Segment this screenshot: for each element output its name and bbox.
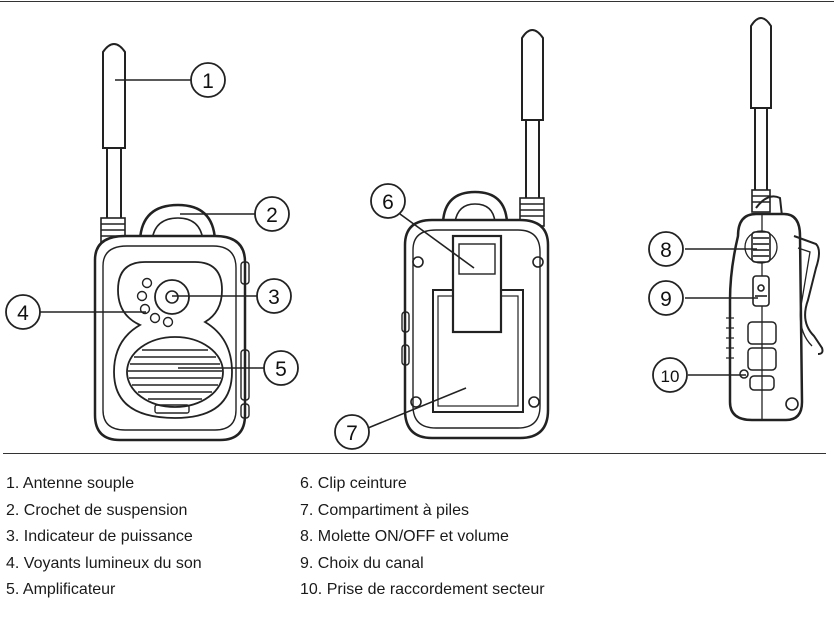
leader-7 (367, 387, 467, 429)
callout-numbers: 1 2 3 4 5 6 7 8 9 10 (17, 70, 679, 445)
legend-item: 4. Voyants lumineux du son (6, 554, 202, 572)
callout-label-4: 4 (17, 302, 29, 325)
legend-divider (3, 453, 826, 454)
callout-circle-9 (648, 280, 684, 316)
side-antenna-tip (750, 17, 772, 109)
legend-right-column: 6. Clip ceinture 7. Compartiment à piles… (300, 471, 545, 604)
volume-wheel (744, 230, 778, 264)
callout-circle-10 (652, 357, 688, 393)
back-antenna-tip (521, 29, 544, 121)
power-jack (739, 369, 749, 379)
legend-item: 8. Molette ON/OFF et volume (300, 528, 509, 546)
callout-label-1: 1 (202, 70, 214, 93)
callout-label-3: 3 (268, 286, 280, 309)
callout-circle-4 (5, 294, 41, 330)
callout-label-9: 9 (660, 288, 672, 311)
side-view (726, 17, 824, 422)
top-border (0, 1, 834, 2)
back-view (401, 29, 550, 440)
legend-item: 2. Crochet de suspension (6, 501, 188, 519)
baby-monitor-diagram: 1 2 3 4 5 6 7 8 9 10 (5, 17, 824, 450)
callout-label-6: 6 (382, 191, 394, 214)
speaker-grille (126, 336, 224, 408)
callout-circle-2 (254, 196, 290, 232)
side-belt-clip (793, 235, 824, 355)
belt-clip (451, 234, 503, 334)
callout-circle-6 (370, 183, 406, 219)
front-antenna-rod (106, 147, 122, 229)
leader-6 (399, 213, 475, 269)
legend-item: 6. Clip ceinture (300, 475, 407, 492)
callout-label-2: 2 (266, 204, 278, 227)
back-antenna-rod (525, 119, 540, 203)
legend-item: 10. Prise de raccordement secteur (300, 581, 545, 599)
legend-item: 5. Amplificateur (6, 581, 116, 599)
sound-leds (136, 277, 174, 328)
callout-label-10: 10 (661, 367, 680, 386)
front-antenna-tip (102, 43, 126, 149)
legend-item: 1. Antenne souple (6, 475, 135, 492)
callout-circle-8 (648, 231, 684, 267)
callout-circle-7 (334, 414, 370, 450)
callout-circles (5, 62, 688, 450)
callout-label-8: 8 (660, 239, 672, 262)
callout-circle-3 (256, 278, 292, 314)
legend-left-column: 1. Antenne souple 2. Crochet de suspensi… (6, 471, 202, 604)
callout-label-7: 7 (346, 422, 358, 445)
power-indicator (154, 279, 190, 315)
front-view (93, 43, 250, 442)
legend-item: 7. Compartiment à piles (300, 501, 469, 519)
callout-circle-1 (190, 62, 226, 98)
callout-circle-5 (263, 350, 299, 386)
channel-selector (752, 275, 770, 307)
callout-label-5: 5 (275, 358, 287, 381)
legend-item: 9. Choix du canal (300, 554, 424, 572)
leader-lines (38, 79, 758, 429)
back-screws (410, 256, 544, 408)
legend-item: 3. Indicateur de puissance (6, 528, 193, 546)
